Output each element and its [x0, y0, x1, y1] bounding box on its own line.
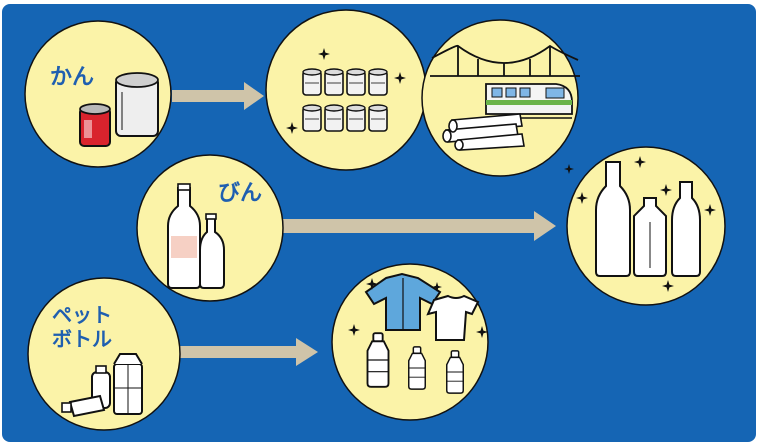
- circle-pet-source: ペット ボトル: [27, 277, 181, 431]
- label-bin: びん: [218, 181, 262, 206]
- train-icon: [485, 83, 573, 119]
- circle-can-source: かん: [24, 20, 172, 168]
- aluminum-can-icon: [79, 103, 111, 147]
- label-pet-line2: ボトル: [52, 327, 112, 351]
- circle-bin-recycled: [564, 146, 726, 306]
- circle-can-recycled-infrastructure: [421, 19, 580, 177]
- label-can: かん: [50, 65, 94, 90]
- glass-bottle-icon: [167, 183, 201, 289]
- circle-can-recycled-cans: [265, 9, 427, 171]
- circle-bin-source: びん: [136, 154, 284, 302]
- steel-can-icon: [115, 72, 159, 137]
- steel-pipes-icon: [442, 113, 525, 151]
- glass-bottle-icon: [633, 197, 667, 277]
- glass-bottle-icon: [199, 213, 225, 289]
- pet-bottle-icon: [61, 394, 106, 418]
- arrow-pet-to-recycled: [176, 338, 318, 366]
- pet-bottle-icon: [113, 353, 143, 415]
- shirt-icon: [364, 272, 442, 331]
- suspension-bridge-icon: [430, 44, 580, 77]
- circle-pet-recycled: [331, 263, 489, 421]
- arrow-can-to-recycled: [172, 82, 264, 110]
- arrow-bin-to-recycled: [282, 211, 556, 241]
- glass-bottle-icon: [595, 161, 631, 277]
- t-shirt-icon: [426, 294, 480, 341]
- glass-bottle-icon: [671, 181, 701, 277]
- label-pet-line1: ペット: [52, 303, 112, 327]
